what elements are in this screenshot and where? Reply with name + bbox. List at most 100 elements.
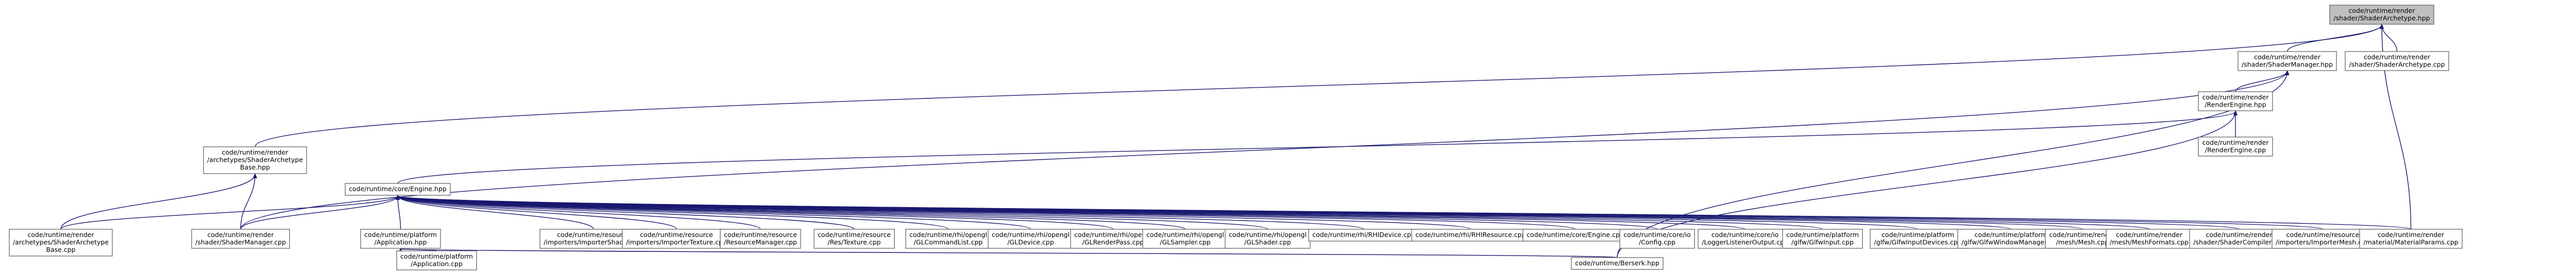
node-box bbox=[2272, 229, 2374, 249]
node-label-line: code/runtime/Berserk.hpp bbox=[1575, 259, 1659, 267]
node-label-line: /shader/ShaderArchetype.hpp bbox=[2333, 14, 2430, 22]
graph-node-rtx[interactable]: code/runtime/resource/Res/Texture.cpp bbox=[814, 229, 895, 249]
graph-node-sabc[interactable]: code/runtime/render/archetypes/ShaderArc… bbox=[9, 229, 113, 257]
graph-node-reh[interactable]: code/runtime/render/RenderEngine.hpp bbox=[2198, 91, 2273, 111]
dependency-edge-rmg-to-eng bbox=[398, 196, 761, 230]
node-box bbox=[2198, 91, 2273, 111]
node-label-line: /importers/ImporterTexture.cpp bbox=[626, 239, 727, 246]
node-label-line: /RenderEngine.hpp bbox=[2205, 101, 2266, 109]
node-box bbox=[814, 229, 895, 249]
node-box bbox=[2345, 51, 2449, 71]
node-label-line: /glfw/GlfwInputDevices.cpp bbox=[1874, 239, 1961, 246]
graph-node-gin[interactable]: code/runtime/platform/glfw/GlfwInput.cpp bbox=[1782, 229, 1863, 249]
node-label-line: /shader/ShaderCompiler.cpp bbox=[2193, 239, 2284, 246]
node-label-line: code/runtime/platform bbox=[400, 252, 473, 260]
node-label-line: /shader/ShaderManager.cpp bbox=[195, 239, 286, 246]
node-box bbox=[360, 229, 441, 249]
node-label-line: code/runtime/core/io bbox=[1623, 231, 1690, 239]
node-label-line: code/runtime/platform bbox=[1786, 231, 1859, 239]
node-label-line: code/runtime/core/Engine.cpp bbox=[1527, 231, 1624, 239]
node-label-line: code/runtime/render bbox=[2254, 53, 2321, 61]
node-label-line: code/runtime/render bbox=[2116, 231, 2183, 239]
node-label-line: code/runtime/render bbox=[2049, 231, 2116, 239]
dependency-edge-itx-to-eng bbox=[398, 196, 677, 230]
graph-node-glsm[interactable]: code/runtime/rhi/opengl/GLSampler.cpp bbox=[1142, 229, 1228, 249]
node-label-line: code/runtime/resource bbox=[724, 231, 797, 239]
graph-node-smh[interactable]: code/runtime/render/shader/ShaderManager… bbox=[2238, 51, 2337, 71]
node-label-line: /mesh/Mesh.cpp bbox=[2056, 239, 2109, 246]
node-label-line: code/runtime/rhi/RHIDevice.cpp bbox=[1312, 231, 1415, 239]
node-label-line: code/runtime/render bbox=[2206, 231, 2273, 239]
node-label-line: code/runtime/rhi/opengl bbox=[992, 231, 1070, 239]
dependency-edge-bsh-to-apph bbox=[401, 249, 1618, 258]
dependency-edge-apph-to-eng bbox=[398, 196, 401, 230]
graph-node-rmg[interactable]: code/runtime/resource/ResourceManager.cp… bbox=[720, 229, 801, 249]
node-box bbox=[345, 183, 451, 196]
graph-node-glrp[interactable]: code/runtime/rhi/opengl/GLRenderPass.cpp bbox=[1070, 229, 1156, 249]
node-label-line: code/runtime/rhi/opengl bbox=[909, 231, 987, 239]
node-label-line: code/runtime/render bbox=[2364, 53, 2431, 61]
dependency-edge-smc-to-eng bbox=[240, 196, 398, 230]
node-label-line: /Application.hpp bbox=[375, 239, 427, 246]
graph-node-mfm[interactable]: code/runtime/render/mesh/MeshFormats.cpp bbox=[2106, 229, 2193, 249]
node-box bbox=[191, 229, 290, 249]
node-box bbox=[720, 229, 801, 249]
graph-node-root[interactable]: code/runtime/render/shader/ShaderArchety… bbox=[2329, 5, 2434, 25]
node-label-line: /GLDevice.cpp bbox=[1007, 239, 1054, 246]
node-box bbox=[1619, 229, 1695, 249]
dependency-edges bbox=[60, 25, 2412, 258]
graph-node-bsh[interactable]: code/runtime/Berserk.hpp bbox=[1571, 257, 1664, 270]
graph-node-rec[interactable]: code/runtime/render/RenderEngine.cpp bbox=[2198, 137, 2273, 157]
node-label-line: /shader/ShaderArchetype.cpp bbox=[2349, 61, 2445, 69]
node-label-line: code/runtime/platform bbox=[1882, 231, 1954, 239]
dependency-edge-gldv-to-eng bbox=[398, 196, 1031, 230]
graph-node-apph[interactable]: code/runtime/platform/Application.hpp bbox=[360, 229, 441, 249]
graph-node-sabh[interactable]: code/runtime/render/archetypes/ShaderArc… bbox=[203, 146, 307, 174]
node-label-line: code/runtime/core/io bbox=[1711, 231, 1778, 239]
node-label-line: /Application.cpp bbox=[411, 260, 463, 268]
graph-node-log[interactable]: code/runtime/core/io/LoggerListenerOutpu… bbox=[1698, 229, 1792, 249]
dependency-edge-smc-to-sabh bbox=[240, 174, 255, 230]
graph-node-smc[interactable]: code/runtime/render/shader/ShaderManager… bbox=[191, 229, 290, 249]
graph-node-mat[interactable]: code/runtime/render/material/MaterialPar… bbox=[2359, 229, 2463, 249]
graph-node-appc[interactable]: code/runtime/platform/Application.cpp bbox=[396, 250, 477, 270]
graph-node-rhir[interactable]: code/runtime/rhi/RHIResource.cpp bbox=[1411, 229, 1530, 242]
dependency-edge-smc-to-smh bbox=[240, 71, 2287, 230]
graph-node-eng[interactable]: code/runtime/core/Engine.hpp bbox=[345, 183, 451, 196]
dependency-edge-mat-to-eng bbox=[398, 196, 2412, 230]
dependency-edge-eng-to-reh bbox=[397, 111, 2235, 184]
graph-node-gid[interactable]: code/runtime/platform/glfw/GlfwInputDevi… bbox=[1870, 229, 1966, 249]
node-label-line: code/runtime/rhi/opengl bbox=[1146, 231, 1224, 239]
node-label-line: code/runtime/render bbox=[2378, 231, 2445, 239]
node-box bbox=[2359, 229, 2463, 249]
graph-node-sac[interactable]: code/runtime/render/shader/ShaderArchety… bbox=[2345, 51, 2449, 71]
node-label-line: /GLCommandList.cpp bbox=[914, 239, 983, 246]
node-box bbox=[1571, 257, 1664, 270]
graph-node-itx[interactable]: code/runtime/resource/importers/Importer… bbox=[622, 229, 731, 249]
node-label-line: /ResourceManager.cpp bbox=[724, 239, 797, 246]
graph-node-rhid[interactable]: code/runtime/rhi/RHIDevice.cpp bbox=[1308, 229, 1419, 242]
node-label-line: /RenderEngine.cpp bbox=[2205, 146, 2266, 154]
graph-node-glsh[interactable]: code/runtime/rhi/opengl/GLShader.cpp bbox=[1225, 229, 1311, 249]
node-box bbox=[1070, 229, 1156, 249]
node-box bbox=[1698, 229, 1792, 249]
node-label-line: code/runtime/platform bbox=[364, 231, 437, 239]
dependency-edge-sabh-to-root bbox=[255, 25, 2382, 147]
dependency-edge-ish-to-eng bbox=[398, 196, 594, 230]
graph-node-cfg[interactable]: code/runtime/core/io/Config.cpp bbox=[1619, 229, 1695, 249]
node-label-line: /mesh/MeshFormats.cpp bbox=[2110, 239, 2189, 246]
node-label-line: code/runtime/platform bbox=[1975, 231, 2047, 239]
node-box bbox=[1142, 229, 1228, 249]
graph-node-imm[interactable]: code/runtime/resource/importers/Importer… bbox=[2272, 229, 2374, 249]
node-label-line: /glfw/GlfwWindowManager.cpp bbox=[1961, 239, 2060, 246]
graph-node-gldv[interactable]: code/runtime/rhi/opengl/GLDevice.cpp bbox=[988, 229, 1074, 249]
node-label-line: /importers/ImporterShader.cpp bbox=[544, 239, 643, 246]
node-box bbox=[2329, 5, 2434, 25]
node-box bbox=[1225, 229, 1311, 249]
node-label-line: /glfw/GlfwInput.cpp bbox=[1791, 239, 1854, 246]
graph-node-engc[interactable]: code/runtime/core/Engine.cpp bbox=[1522, 229, 1628, 242]
graph-node-glcl[interactable]: code/runtime/rhi/opengl/GLCommandList.cp… bbox=[905, 229, 991, 249]
node-label-line: /archetypes/ShaderArchetype bbox=[207, 156, 303, 164]
node-label-line: code/runtime/rhi/RHIResource.cpp bbox=[1415, 231, 1526, 239]
